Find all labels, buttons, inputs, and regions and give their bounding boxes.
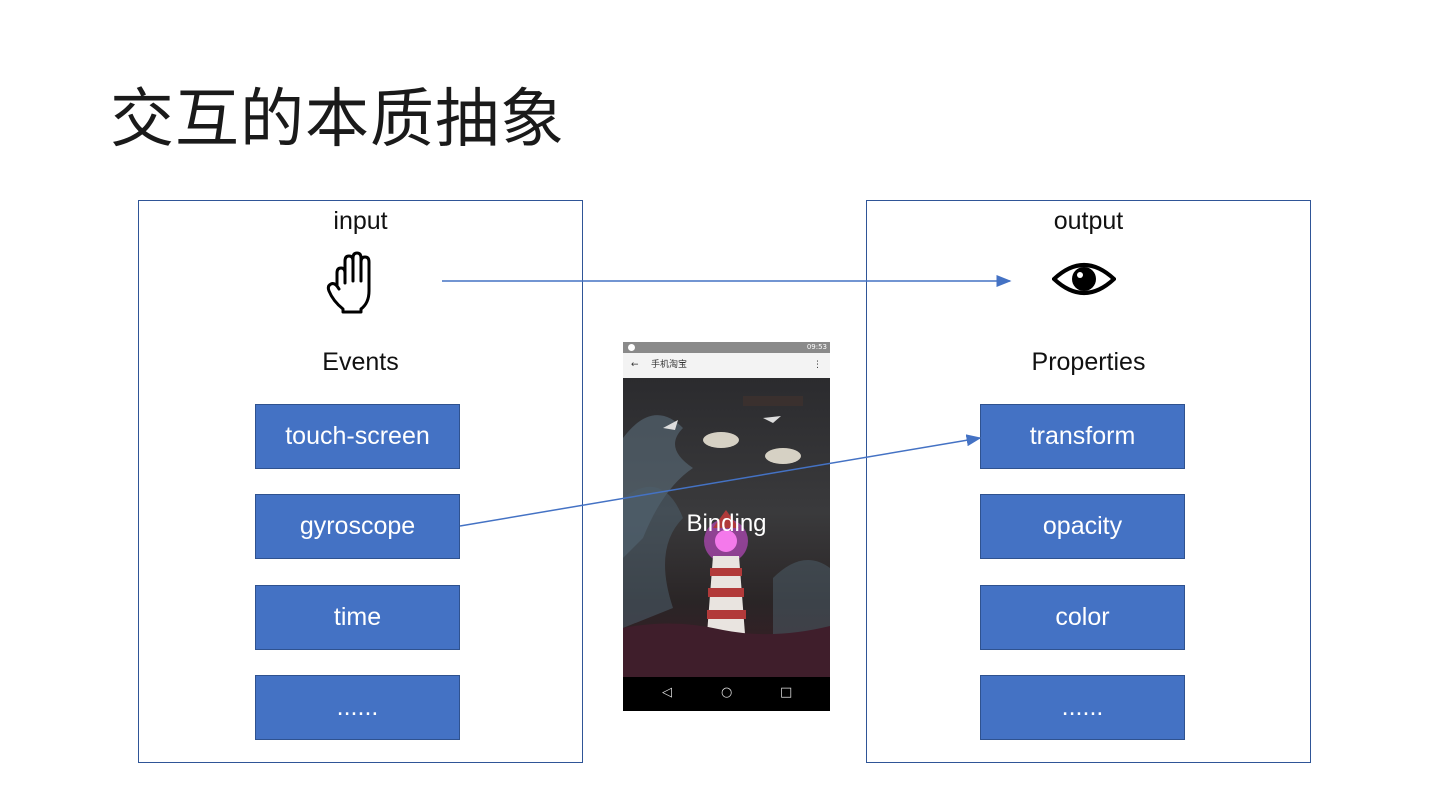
property-opacity: opacity xyxy=(980,494,1185,559)
notification-icon xyxy=(628,344,635,351)
nav-back-icon[interactable]: ◁ xyxy=(662,685,672,700)
eye-icon xyxy=(1051,257,1117,305)
slide-title: 交互的本质抽象 xyxy=(110,83,565,157)
app-title: 手机淘宝 xyxy=(651,360,688,370)
phone-status-bar: 09:53 xyxy=(623,342,830,353)
binding-label: Binding xyxy=(686,510,767,537)
events-heading: Events xyxy=(322,348,399,376)
phone-app-bar: ← 手机淘宝 ⋮ xyxy=(623,353,830,378)
hand-icon xyxy=(325,251,385,319)
lighthouse-scene: Binding xyxy=(623,378,830,677)
output-heading: output xyxy=(1053,207,1124,235)
phone-screenshot: 09:53 ← 手机淘宝 ⋮ Binding ◁ ○ □ xyxy=(623,342,830,711)
event-gyroscope: gyroscope xyxy=(255,494,460,559)
property-more: ...... xyxy=(980,675,1185,740)
nav-recents-icon[interactable]: □ xyxy=(780,685,793,700)
status-time: 09:53 xyxy=(806,343,827,351)
nav-home-icon[interactable]: ○ xyxy=(721,685,733,700)
event-more: ...... xyxy=(255,675,460,740)
property-color: color xyxy=(980,585,1185,650)
overflow-menu-icon[interactable]: ⋮ xyxy=(813,360,822,370)
properties-heading: Properties xyxy=(1031,348,1146,376)
input-heading: input xyxy=(333,207,388,235)
event-time: time xyxy=(255,585,460,650)
phone-nav-bar: ◁ ○ □ xyxy=(623,677,830,711)
back-arrow-icon[interactable]: ← xyxy=(631,360,639,370)
event-touch-screen: touch-screen xyxy=(255,404,460,469)
property-transform: transform xyxy=(980,404,1185,469)
